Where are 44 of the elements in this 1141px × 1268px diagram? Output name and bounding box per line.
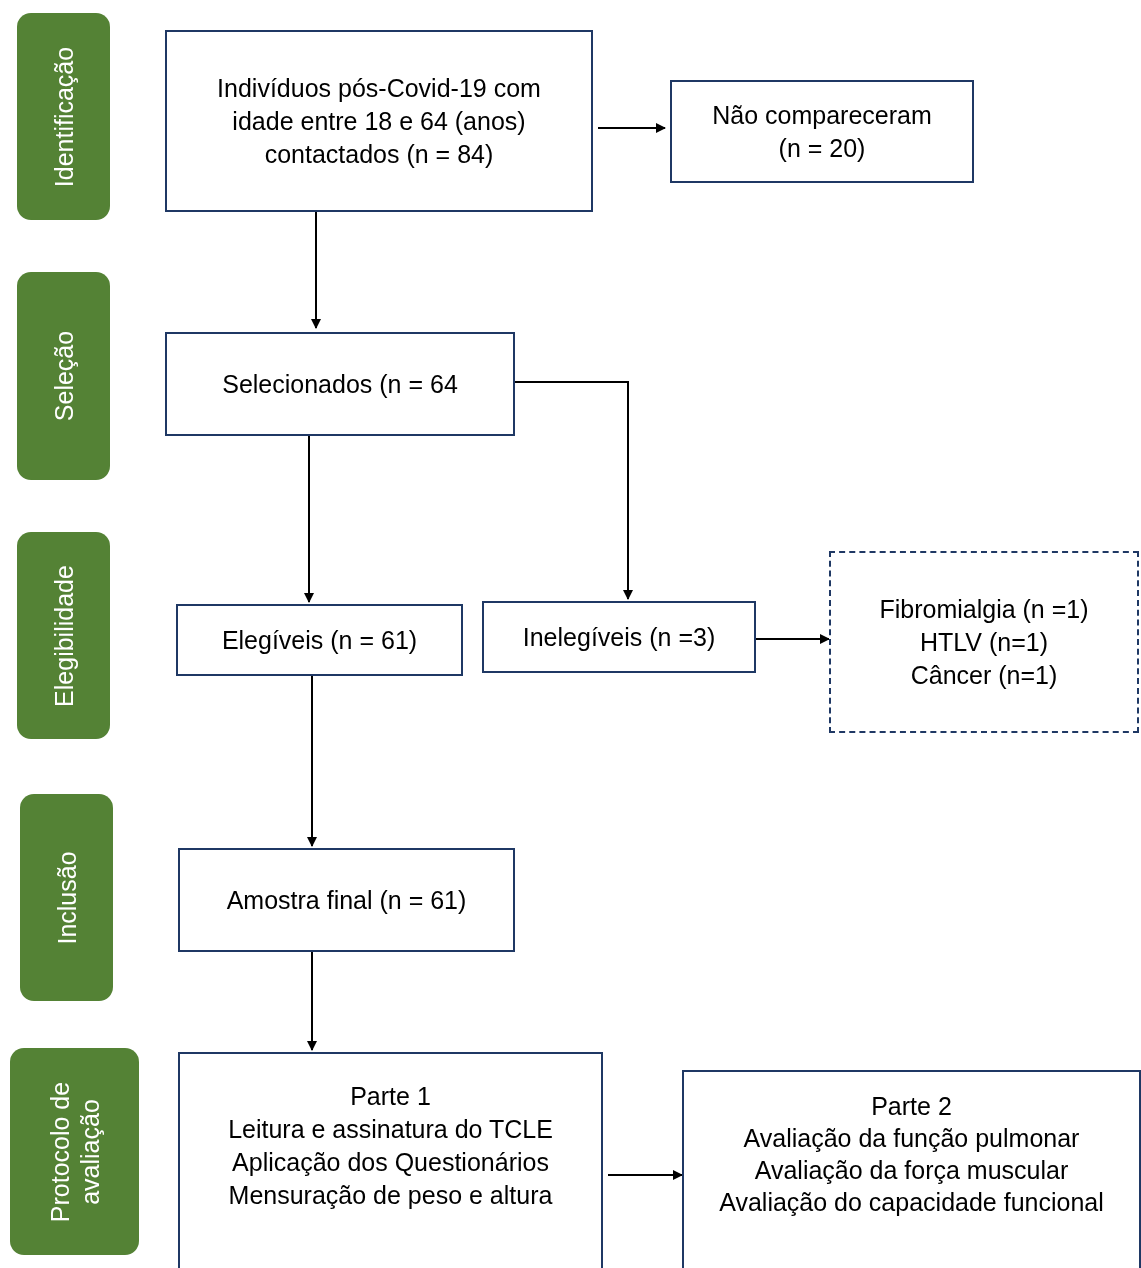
stage-text: Protocolo de avaliação <box>44 1080 105 1224</box>
arrow <box>597 123 666 133</box>
box-text: Selecionados (n = 64 <box>222 368 458 400</box>
arrow <box>307 951 317 1051</box>
stage-text: Seleção <box>48 329 79 424</box>
box-text: Avaliação do capacidade funcional <box>719 1187 1104 1218</box>
box-text: Elegíveis (n = 61) <box>221 624 418 656</box>
box-heading: Parte 2 <box>871 1091 952 1122</box>
process-box <box>165 332 515 436</box>
stage-text: Inclusão <box>51 849 82 947</box>
box-text: Leitura e assinatura do TCLE <box>228 1114 553 1145</box>
box-text: Inelegíveis (n =3) <box>522 621 716 653</box>
arrow <box>311 211 321 329</box>
box-text: Avaliação da função pulmonar <box>743 1123 1080 1154</box>
box-text: Avaliação da força muscular <box>754 1155 1069 1186</box>
stage-label <box>17 532 110 739</box>
arrow <box>607 1170 683 1180</box>
box-text: Mensuração de peso e altura <box>228 1180 553 1211</box>
process-box <box>165 30 593 212</box>
process-box <box>682 1070 1141 1268</box>
box-text: HTLV (n=1) <box>919 626 1049 658</box>
process-box <box>670 80 974 183</box>
box-text: Fibromialgia (n =1) <box>879 593 1089 625</box>
process-box <box>482 601 756 673</box>
process-box <box>178 1052 603 1268</box>
stage-label <box>17 13 110 220</box>
process-box <box>178 848 515 952</box>
box-text: Indivíduos pós-Covid-19 com idade entre 18 e 64 (anos) contactados (n = 84) <box>216 72 542 170</box>
box-text: Câncer (n=1) <box>910 659 1058 691</box>
box-heading: Parte 1 <box>350 1081 431 1112</box>
box-text: Não compareceram (n = 20) <box>712 99 932 164</box>
box-text: Aplicação dos Questionários <box>232 1147 549 1178</box>
stage-label <box>20 794 113 1001</box>
stage-text: Elegibilidade <box>48 563 79 709</box>
exclusion-box <box>829 551 1139 733</box>
stage-label <box>17 272 110 480</box>
process-box <box>176 604 463 676</box>
arrow <box>755 634 830 644</box>
arrow <box>514 381 633 600</box>
arrow <box>307 675 317 847</box>
arrow <box>304 435 314 603</box>
box-text: Amostra final (n = 61) <box>226 884 467 916</box>
stage-label <box>10 1048 139 1255</box>
stage-text: Identificação <box>48 45 79 189</box>
